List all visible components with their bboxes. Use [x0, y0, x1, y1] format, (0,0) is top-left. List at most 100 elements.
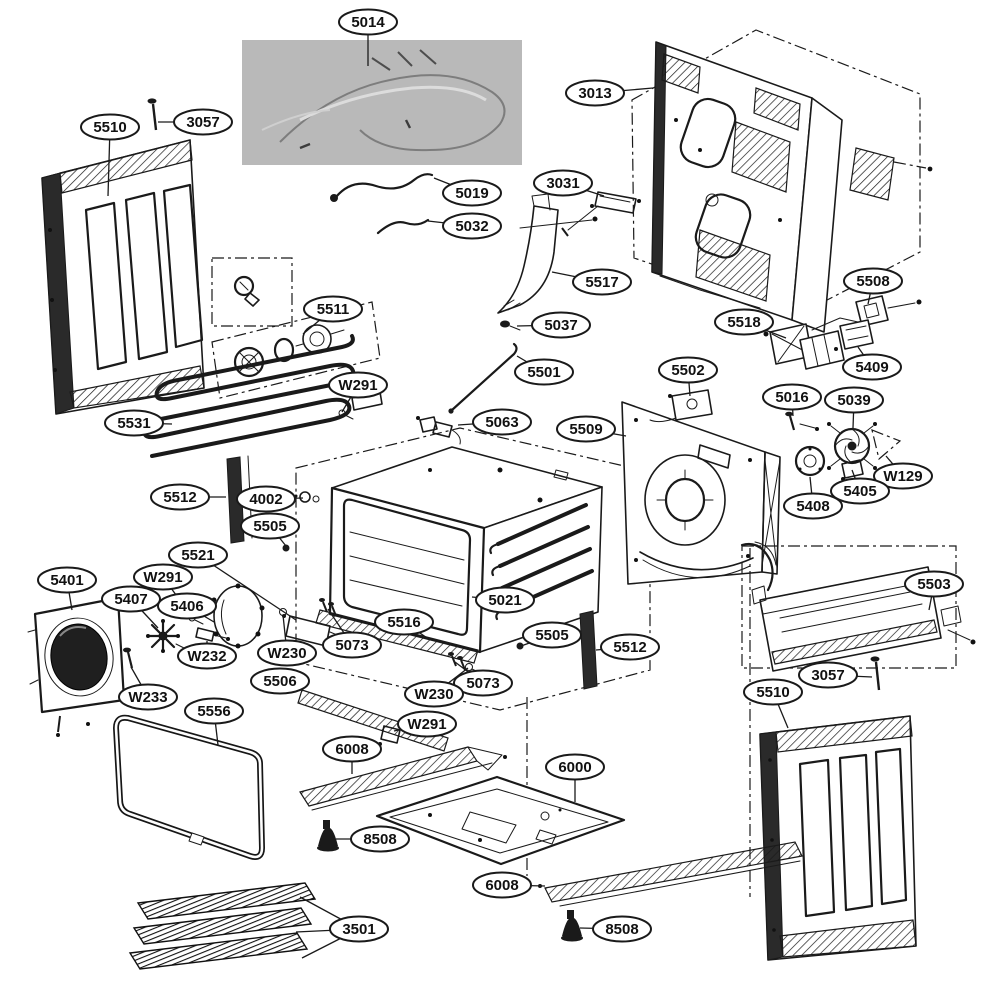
bracket-5508	[855, 295, 922, 327]
callout-oval-5401	[37, 566, 97, 594]
callout-oval-5521	[168, 541, 228, 569]
callout-label-5509: 5509	[569, 421, 602, 438]
callout-label-5014: 5014	[351, 14, 385, 31]
callout-oval-5510	[743, 678, 803, 706]
callout-oval-5405	[830, 477, 890, 505]
relay-assembly-5518	[763, 317, 859, 370]
callout-label-5505: 5505	[253, 518, 286, 535]
callout-label-5502: 5502	[671, 362, 704, 379]
callout-label-5518: 5518	[727, 314, 760, 331]
screw-3057-right	[870, 656, 881, 691]
callout-label-W291: W291	[338, 377, 377, 394]
callout-oval-5516	[374, 608, 434, 636]
fan-blade-5407	[146, 619, 189, 653]
callout-label-3057: 3057	[811, 667, 844, 684]
callout-oval-5407	[101, 585, 161, 613]
callout-label-6008: 6008	[335, 741, 368, 758]
screw-5016	[785, 411, 819, 431]
callout-label-5019: 5019	[455, 185, 488, 202]
callout-oval-5505	[522, 621, 582, 649]
callout-oval-5512	[600, 633, 660, 661]
callout-oval-5517	[572, 268, 632, 296]
thermostat-3031	[561, 191, 641, 237]
callout-label-5512: 5512	[613, 639, 646, 656]
callout-oval-5073	[322, 631, 382, 659]
callout-oval-5032	[442, 212, 502, 240]
oven-cavity	[295, 427, 651, 711]
callout-oval-5502	[658, 356, 718, 384]
callout-oval-5037	[531, 311, 591, 339]
callout-label-5063: 5063	[485, 414, 518, 431]
callout-oval-5510	[80, 113, 140, 141]
callout-oval-5512	[150, 483, 210, 511]
screw-5505-right	[516, 642, 524, 650]
callout-label-5508: 5508	[856, 273, 889, 290]
glass-shelf-photo	[242, 40, 522, 165]
callout-oval-5556	[184, 697, 244, 725]
callout-label-5516: 5516	[387, 614, 420, 631]
back-panel-3013	[631, 29, 921, 333]
callout-label-5032: 5032	[455, 218, 488, 235]
callout-label-5511: 5511	[317, 301, 350, 318]
callout-oval-8508	[592, 915, 652, 943]
rear-panel-assembly-5509	[621, 401, 781, 585]
callout-oval-3031	[533, 169, 593, 197]
callout-label-4002: 4002	[249, 491, 282, 508]
callout-oval-3013	[565, 79, 625, 107]
callout-oval-5063	[472, 408, 532, 436]
callout-oval-W129	[873, 462, 933, 490]
callout-label-8508: 8508	[605, 921, 638, 938]
callout-label-5510: 5510	[93, 119, 126, 136]
callout-label-3013: 3013	[578, 85, 611, 102]
callout-oval-3057	[798, 661, 858, 689]
callout-label-5531: 5531	[117, 415, 150, 432]
callout-oval-6000	[545, 753, 605, 781]
side-panel-right	[759, 715, 917, 961]
callout-oval-W291	[397, 710, 457, 738]
callout-label-5556: 5556	[197, 703, 230, 720]
side-burner-tubes-5021	[489, 503, 594, 621]
callout-oval-5509	[556, 415, 616, 443]
callout-oval-6008	[472, 871, 532, 899]
callout-oval-5019	[442, 179, 502, 207]
callout-label-3057: 3057	[186, 114, 219, 131]
callout-oval-5409	[842, 353, 902, 381]
callout-oval-4002	[236, 485, 296, 513]
callout-oval-5518	[714, 308, 774, 336]
door-frame-5556	[113, 714, 265, 860]
callout-oval-W291	[328, 371, 388, 399]
callout-oval-5506	[250, 667, 310, 695]
nut-4002	[294, 491, 320, 503]
wire-harness-5019	[330, 173, 434, 202]
callout-oval-5503	[904, 570, 964, 598]
callout-label-W129: W129	[883, 468, 922, 485]
callout-label-5073: 5073	[335, 637, 368, 654]
bracket-5409	[834, 319, 874, 351]
side-panel-left	[41, 139, 205, 415]
vent-grille-small	[849, 147, 933, 201]
callout-label-5406: 5406	[170, 598, 203, 615]
motor-cone-W129	[871, 429, 902, 461]
wire-5032	[376, 218, 430, 235]
callout-label-5501: 5501	[527, 364, 560, 381]
callout-label-5401: 5401	[50, 572, 83, 589]
callout-label-6000: 6000	[558, 759, 591, 776]
base-tray-6000	[375, 775, 626, 866]
callout-label-W233: W233	[128, 689, 167, 706]
callout-oval-5501	[514, 358, 574, 386]
callout-label-W291: W291	[143, 569, 182, 586]
callout-label-5505: 5505	[535, 627, 568, 644]
clip-5037	[500, 320, 521, 331]
callout-oval-5505	[240, 512, 300, 540]
callout-label-5073: 5073	[466, 675, 499, 692]
callout-oval-5039	[824, 386, 884, 414]
foot-8508-bottom	[561, 910, 583, 942]
switch-5502	[649, 389, 713, 423]
callout-label-5512: 5512	[163, 489, 196, 506]
connector-5063	[416, 416, 461, 445]
callout-oval-5408	[783, 492, 843, 520]
callout-oval-W232	[177, 642, 237, 670]
rail-6008-top	[299, 746, 507, 811]
